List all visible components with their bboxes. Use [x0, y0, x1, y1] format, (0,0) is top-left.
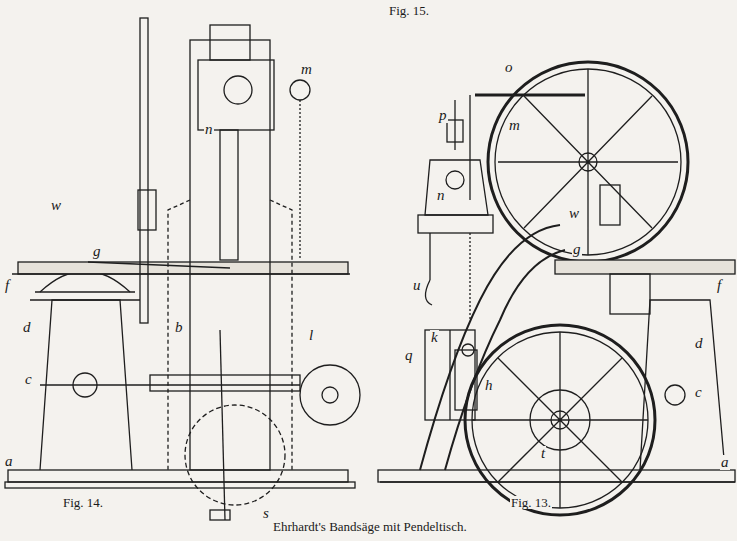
- part-letter: g: [92, 244, 102, 259]
- part-letter: n: [204, 122, 214, 137]
- front-view: [5, 18, 360, 520]
- part-letter: a: [4, 454, 14, 469]
- part-letter: d: [694, 336, 704, 351]
- part-letter: h: [484, 378, 494, 393]
- part-letter: f: [4, 278, 10, 293]
- part-letter: c: [694, 385, 703, 400]
- part-letter: d: [22, 320, 32, 335]
- part-letter: s: [262, 506, 270, 521]
- figure-number: Fig. 13.: [510, 496, 552, 509]
- part-letter: n: [436, 188, 446, 203]
- part-letter: u: [412, 278, 422, 293]
- part-letter: k: [430, 330, 439, 345]
- side-view: [378, 62, 735, 515]
- part-letter: b: [174, 320, 184, 335]
- part-letter: w: [568, 206, 580, 221]
- part-letter: w: [50, 198, 62, 213]
- part-letter: f: [716, 278, 722, 293]
- part-letter: q: [404, 348, 414, 363]
- part-letter: m: [300, 62, 313, 77]
- part-letter: l: [308, 328, 314, 343]
- part-letter: g: [572, 242, 582, 257]
- detail-view: [418, 100, 493, 420]
- part-letter: m: [508, 118, 521, 133]
- figure-number: Fig. 15.: [388, 4, 430, 17]
- part-letter: o: [504, 60, 514, 75]
- part-letter: c: [24, 372, 33, 387]
- figure-caption: Ehrhardt's Bandsäge mit Pendeltisch.: [272, 520, 468, 533]
- part-letter: p: [438, 108, 448, 123]
- part-letter: a: [720, 455, 730, 470]
- part-letter: t: [540, 446, 546, 461]
- figure-number: Fig. 14.: [62, 496, 104, 509]
